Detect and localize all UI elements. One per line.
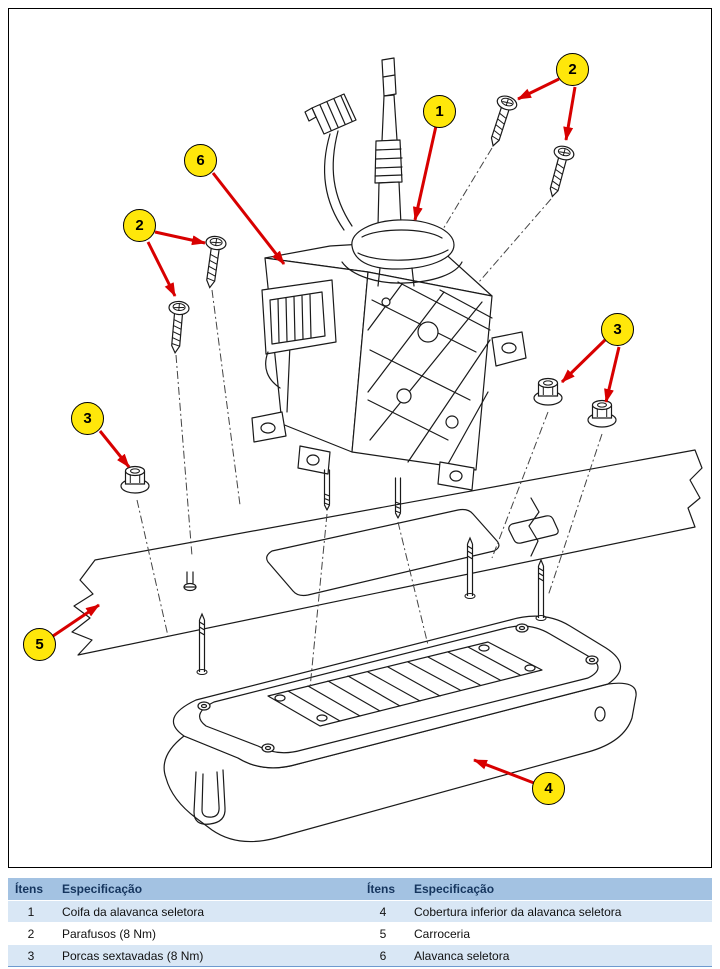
table-row: 3 Porcas sextavadas (8 Nm) 6 Alavanca se… xyxy=(8,944,712,966)
table-row: 1 Coifa da alavanca seletora 4 Cobertura… xyxy=(8,900,712,922)
exploded-view-drawing xyxy=(8,8,712,868)
callout-2-left: 2 xyxy=(123,209,156,242)
body-panel-drawing xyxy=(71,449,703,656)
header-especificacao-left: Especificação xyxy=(62,882,143,896)
header-itens-left: Ítens xyxy=(15,882,44,896)
header-especificacao-right: Especificação xyxy=(414,882,495,896)
callout-4: 4 xyxy=(532,772,565,805)
item-number: 5 xyxy=(379,927,387,941)
callout-2-top-right: 2 xyxy=(556,53,589,86)
callout-number: 5 xyxy=(35,636,44,653)
item-spec: Cobertura inferior da alavanca seletora xyxy=(414,905,622,919)
callout-number: 3 xyxy=(613,321,622,338)
callout-number: 6 xyxy=(196,152,205,169)
item-spec: Alavanca seletora xyxy=(414,949,510,963)
item-spec: Carroceria xyxy=(414,927,471,941)
callout-number: 2 xyxy=(135,217,144,234)
spec-table: Ítens Especificação Ítens Especificação … xyxy=(8,878,712,967)
callout-number: 1 xyxy=(435,103,444,120)
table-header-row: Ítens Especificação Ítens Especificação xyxy=(8,878,712,900)
callout-6: 6 xyxy=(184,144,217,177)
selector-lever-drawing xyxy=(341,57,463,287)
callout-number: 3 xyxy=(83,410,92,427)
diagram-stage: 1 2 2 3 3 4 5 6 xyxy=(8,8,712,868)
shift-cable-drawing xyxy=(304,93,357,231)
item-number: 2 xyxy=(27,927,35,941)
item-number: 4 xyxy=(379,905,387,919)
item-spec: Parafusos (8 Nm) xyxy=(62,927,157,941)
callout-arrows xyxy=(52,77,621,785)
item-spec: Porcas sextavadas (8 Nm) xyxy=(62,949,204,963)
lower-cover-drawing xyxy=(163,537,637,843)
callout-number: 4 xyxy=(544,780,553,797)
item-number: 3 xyxy=(27,949,35,963)
callout-3-right: 3 xyxy=(601,313,634,346)
callout-3-left: 3 xyxy=(71,402,104,435)
header-itens-right: Ítens xyxy=(367,882,396,896)
callout-5: 5 xyxy=(23,628,56,661)
callout-1: 1 xyxy=(423,95,456,128)
item-number: 6 xyxy=(379,949,387,963)
item-spec: Coifa da alavanca seletora xyxy=(62,905,205,919)
item-number: 1 xyxy=(27,905,35,919)
table-row: 2 Parafusos (8 Nm) 5 Carroceria xyxy=(8,922,712,944)
callout-number: 2 xyxy=(568,61,577,78)
